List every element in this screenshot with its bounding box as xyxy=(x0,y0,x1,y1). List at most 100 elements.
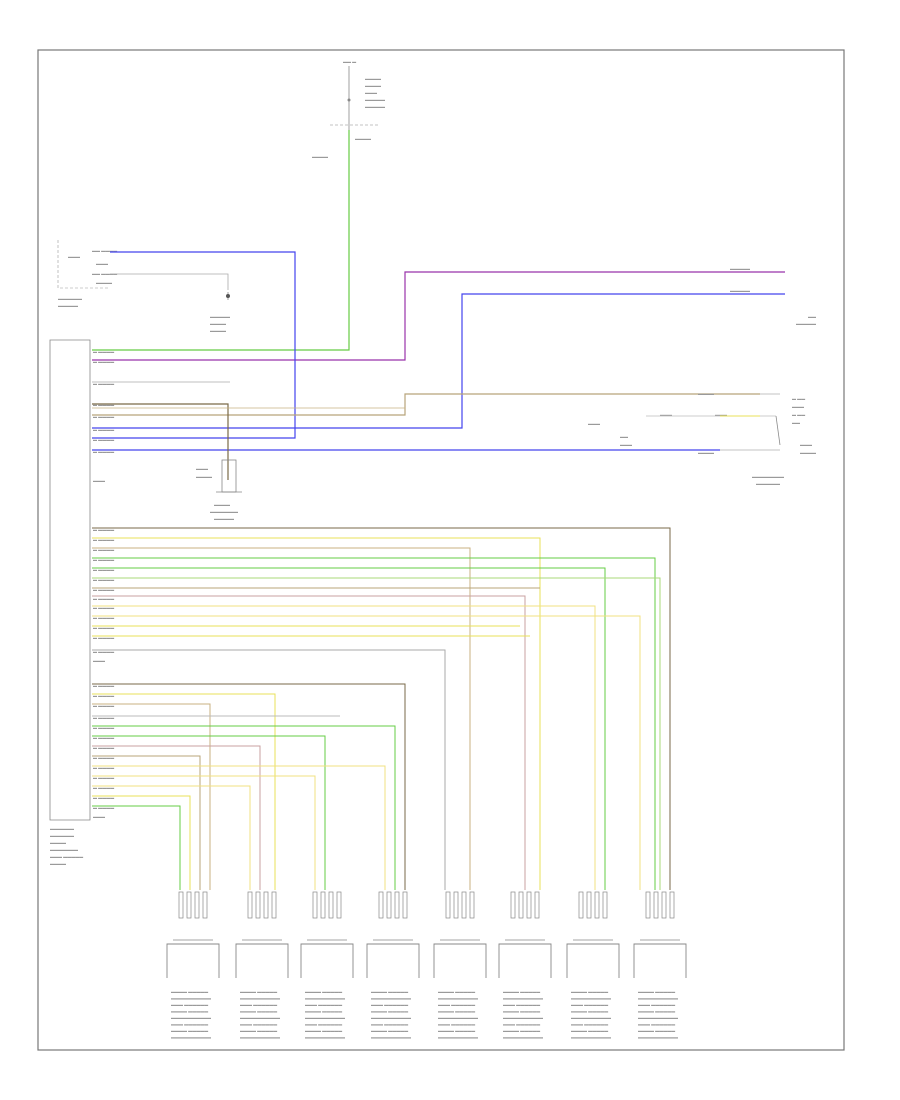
speaker-label-stub: ▬▬▬▬▬▬▬▬▬▬ xyxy=(171,996,211,1001)
speaker-label-stub: ▬▬▬ ▬▬▬▬▬▬ xyxy=(438,1002,475,1007)
speaker-label-stub: ▬▬▬▬▬▬▬▬▬▬ xyxy=(240,996,280,1001)
connector-pin xyxy=(594,891,600,919)
speaker-row: ▬▬▬▬ ▬▬▬▬▬▬▬▬▬▬▬▬▬▬▬▬▬▬ ▬▬▬▬▬▬▬▬▬▬ ▬▬▬▬▬… xyxy=(166,891,687,1040)
lower-connector-wires xyxy=(92,683,406,890)
speaker-label-stub: ▬▬▬▬ ▬▬▬▬▬ xyxy=(240,1028,277,1033)
speaker-label-stub: ▬▬▬▬▬▬▬▬▬▬ xyxy=(571,1035,611,1040)
speaker-label-stub: ▬▬▬▬▬▬▬▬▬▬ xyxy=(571,996,611,1001)
speaker-label-stub: ▬▬▬▬▬▬▬▬▬▬ xyxy=(305,1035,345,1040)
svg-text:▬▬▬: ▬▬▬ xyxy=(93,658,105,663)
svg-text:▬▬▬: ▬▬▬ xyxy=(588,421,600,426)
speaker-label-stub: ▬▬▬▬ ▬▬▬▬▬ xyxy=(305,1009,342,1014)
speaker-label-stub: ▬▬▬▬ ▬▬▬▬▬ xyxy=(638,1009,675,1014)
svg-text:▬ ▬▬▬▬: ▬ ▬▬▬▬ xyxy=(93,715,114,720)
speaker-label-stub: ▬▬▬▬▬▬▬▬▬▬ xyxy=(571,1015,611,1020)
speaker-label-stub: ▬▬▬ ▬▬▬▬▬▬ xyxy=(571,1002,608,1007)
connector-pin xyxy=(578,891,584,919)
svg-text:▬▬▬▬▬: ▬▬▬▬▬ xyxy=(214,516,234,521)
svg-text:▬▬▬: ▬▬▬ xyxy=(715,412,727,417)
connector-pin xyxy=(445,891,451,919)
svg-text:▬▬▬▬▬▬: ▬▬▬▬▬▬ xyxy=(50,833,74,838)
svg-text:▬▬▬: ▬▬▬ xyxy=(196,466,208,471)
connector-pin xyxy=(669,891,675,919)
svg-text:▬ ▬▬▬▬: ▬ ▬▬▬▬ xyxy=(93,449,114,454)
speaker-label-stub: ▬▬▬▬ ▬▬▬▬▬ xyxy=(171,1028,208,1033)
speaker-label-stub: ▬▬▬▬ ▬▬▬▬▬ xyxy=(240,989,277,994)
svg-text:▬ ▬▬▬▬: ▬ ▬▬▬▬ xyxy=(93,557,114,562)
connector-pin xyxy=(263,891,269,919)
connector-pin xyxy=(186,891,192,919)
svg-text:▬▬▬▬: ▬▬▬▬ xyxy=(96,280,112,285)
svg-text:▬ ▬▬▬▬: ▬ ▬▬▬▬ xyxy=(93,359,114,364)
speaker-2: ▬▬▬▬ ▬▬▬▬▬▬▬▬▬▬▬▬▬▬▬▬▬▬ ▬▬▬▬▬▬▬▬▬▬ ▬▬▬▬▬… xyxy=(235,891,289,1040)
upper-connector-wires xyxy=(92,130,785,480)
speaker-label-stub: ▬▬▬ ▬▬▬▬▬▬ xyxy=(171,1002,208,1007)
speaker-label-stub: ▬▬▬▬ ▬▬▬▬▬ xyxy=(438,1028,475,1033)
svg-text:▬ ▬▬▬▬: ▬ ▬▬▬▬ xyxy=(93,567,114,572)
speaker-box xyxy=(366,943,420,978)
speaker-label-stub: ▬▬▬ ▬▬▬▬▬▬ xyxy=(371,1002,408,1007)
svg-text:▬ ▬▬▬▬: ▬ ▬▬▬▬ xyxy=(93,775,114,780)
svg-text:▬▬▬▬▬: ▬▬▬▬▬ xyxy=(730,266,750,271)
svg-text:▬ ▬▬▬▬: ▬ ▬▬▬▬ xyxy=(93,615,114,620)
speaker-label-stub: ▬▬▬▬▬▬▬▬▬▬ xyxy=(371,1015,411,1020)
connector-pin xyxy=(394,891,400,919)
svg-text:▬▬▬▬▬▬▬▬: ▬▬▬▬▬▬▬▬ xyxy=(752,474,784,479)
speaker-label-stub: ▬▬▬▬▬▬▬▬▬▬ xyxy=(171,1035,211,1040)
speaker-label-stub: ▬▬▬▬ ▬▬▬▬▬ xyxy=(571,1028,608,1033)
speaker-label-stub: ▬▬▬▬▬▬▬▬▬▬ xyxy=(240,1015,280,1020)
connector-pin xyxy=(320,891,326,919)
svg-text:▬▬▬▬: ▬▬▬▬ xyxy=(698,450,714,455)
connector-pin xyxy=(402,891,408,919)
connector-pin xyxy=(586,891,592,919)
svg-text:▬ ▬▬: ▬ ▬▬ xyxy=(792,396,805,401)
svg-text:▬ ▬▬▬▬: ▬ ▬▬▬▬ xyxy=(93,805,114,810)
svg-text:▬▬▬▬: ▬▬▬▬ xyxy=(365,83,381,88)
svg-text:▬▬▬: ▬▬▬ xyxy=(792,404,804,409)
central-module: ▬▬▬▬▬▬ ▬▬▬▬▬▬ ▬▬▬▬ ▬▬▬▬▬▬▬ ▬▬▬ ▬▬▬▬▬ ▬▬▬… xyxy=(49,339,91,866)
connector-pin xyxy=(510,891,516,919)
speaker-label-stub: ▬▬▬ ▬▬▬▬▬▬ xyxy=(371,1022,408,1027)
svg-text:▬ ▬▬▬▬: ▬ ▬▬▬▬ xyxy=(93,703,114,708)
connector-pin xyxy=(518,891,524,919)
connector-pin xyxy=(653,891,659,919)
svg-text:▬ ▬▬▬▬: ▬ ▬▬▬▬ xyxy=(93,427,114,432)
svg-text:▬▬▬▬: ▬▬▬▬ xyxy=(698,391,714,396)
speaker-label-stub: ▬▬▬ ▬▬▬▬▬▬ xyxy=(571,1022,608,1027)
speaker-label-stub: ▬▬▬▬ ▬▬▬▬▬ xyxy=(438,1009,475,1014)
svg-text:▬▬▬▬: ▬▬▬▬ xyxy=(50,861,66,866)
speaker-label-stub: ▬▬▬▬ ▬▬▬▬▬ xyxy=(171,1009,208,1014)
svg-text:▬▬: ▬▬ xyxy=(792,420,800,425)
svg-text:▬▬▬▬▬▬▬: ▬▬▬▬▬▬▬ xyxy=(50,847,78,852)
connector-pin xyxy=(202,891,208,919)
speaker-box xyxy=(633,943,687,978)
connector-pin xyxy=(602,891,608,919)
svg-text:▬ ▬▬▬▬: ▬ ▬▬▬▬ xyxy=(93,725,114,730)
speaker-label-stub: ▬▬▬ ▬▬▬▬▬▬ xyxy=(503,1002,540,1007)
speaker-label-stub: ▬▬▬▬▬▬▬▬▬▬ xyxy=(438,1035,478,1040)
svg-text:▬▬▬▬▬▬: ▬▬▬▬▬▬ xyxy=(756,481,780,486)
speaker-label-stub: ▬▬▬▬▬▬▬▬▬▬ xyxy=(305,1015,345,1020)
svg-text:▬ ▬▬▬▬: ▬ ▬▬▬▬ xyxy=(93,785,114,790)
connector-pin xyxy=(178,891,184,919)
connector-pin xyxy=(645,891,651,919)
connector-pin xyxy=(194,891,200,919)
speaker-3: ▬▬▬▬ ▬▬▬▬▬▬▬▬▬▬▬▬▬▬▬▬▬▬ ▬▬▬▬▬▬▬▬▬▬ ▬▬▬▬▬… xyxy=(300,891,354,1040)
svg-text:▬▬▬▬: ▬▬▬▬ xyxy=(355,136,371,141)
svg-text:▬▬ ▬▬▬▬: ▬▬ ▬▬▬▬ xyxy=(92,271,117,276)
svg-text:▬ ▬▬▬▬: ▬ ▬▬▬▬ xyxy=(93,414,114,419)
speaker-label-stub: ▬▬▬▬▬▬▬▬▬▬ xyxy=(371,996,411,1001)
svg-text:▬▬▬▬: ▬▬▬▬ xyxy=(210,328,226,333)
svg-text:▬▬▬▬▬▬: ▬▬▬▬▬▬ xyxy=(50,826,74,831)
speaker-label-stub: ▬▬▬▬▬▬▬▬▬▬ xyxy=(438,1015,478,1020)
svg-text:▬ ▬▬▬▬: ▬ ▬▬▬▬ xyxy=(93,735,114,740)
svg-text:▬ ▬▬▬▬: ▬ ▬▬▬▬ xyxy=(93,683,114,688)
speaker-label-stub: ▬▬▬▬ ▬▬▬▬▬ xyxy=(503,989,540,994)
connector-pin xyxy=(469,891,475,919)
connector-pin xyxy=(312,891,318,919)
speaker-label-stub: ▬▬▬ ▬▬▬▬▬▬ xyxy=(240,1002,277,1007)
svg-text:▬ ▬▬▬▬: ▬ ▬▬▬▬ xyxy=(93,577,114,582)
speaker-label-stub: ▬▬▬▬▬▬▬▬▬▬ xyxy=(638,996,678,1001)
connector-pin xyxy=(378,891,384,919)
svg-text:▬▬▬: ▬▬▬ xyxy=(620,442,632,447)
